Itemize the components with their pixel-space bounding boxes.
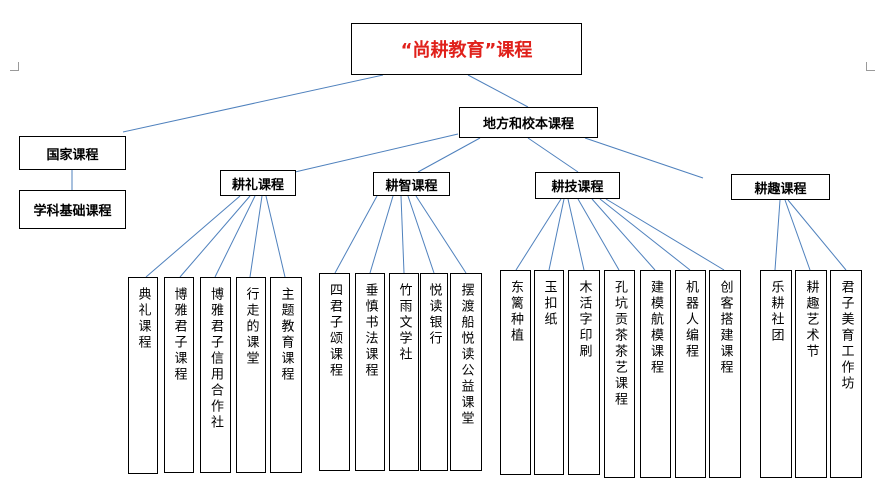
group-label: 耕趣课程: [754, 181, 807, 197]
course-box: 四君子颂课程: [319, 273, 350, 471]
group-node: 耕技课程: [535, 172, 620, 199]
national-child-label: 学科基础课程: [33, 204, 112, 219]
group-label: 耕智课程: [385, 178, 438, 194]
group-node: 耕礼课程: [220, 170, 296, 196]
national-node: 国家课程: [19, 136, 126, 170]
course-label: 行走的课堂: [243, 287, 259, 367]
root-label: “尚耕教育”课程: [400, 40, 533, 61]
connector-local-g4: [584, 137, 704, 179]
course-box: 建模航模课程: [640, 270, 671, 478]
course-label: 创客搭建课程: [717, 280, 733, 376]
local-node: 地方和校本课程: [459, 107, 598, 138]
course-box: 耕趣艺术节: [795, 270, 827, 478]
course-box: 摆渡船悦读公益课堂: [450, 273, 482, 471]
crop-mark-top-left: [10, 62, 19, 71]
connector-g3-i4: [577, 198, 620, 271]
course-label: 博雅君子信用合作社: [208, 287, 223, 431]
connector-g4-i3: [787, 199, 847, 271]
course-label: 典礼课程: [135, 287, 151, 351]
course-label: 主题教育课程: [278, 287, 294, 383]
connector-g1-i2: [179, 195, 251, 278]
group-label: 耕礼课程: [231, 177, 284, 193]
connector-g3-i2: [548, 198, 565, 271]
course-box: 行走的课堂: [236, 277, 266, 473]
course-label: 四君子颂课程: [327, 283, 342, 379]
course-label: 玉扣纸: [541, 280, 557, 328]
connector-root-local: [467, 74, 529, 108]
crop-mark-top-right: [866, 62, 875, 71]
course-label: 孔坑贡茶茶艺课程: [612, 280, 627, 408]
connector-g3-i7: [605, 198, 725, 271]
group-label: 耕技课程: [551, 180, 604, 195]
connector-g2-i2: [369, 195, 394, 274]
course-box: 孔坑贡茶茶艺课程: [604, 270, 635, 478]
course-label: 垂慎书法课程: [362, 283, 378, 379]
connector-local-g2: [417, 137, 481, 173]
connector-g2-i5: [415, 195, 467, 274]
connector-g3-i5: [591, 198, 656, 271]
course-label: 博雅君子课程: [171, 287, 187, 383]
course-box: 悦读银行: [420, 273, 448, 471]
connector-g2-i3: [400, 195, 405, 274]
course-label: 东篱种植: [508, 280, 523, 344]
connector-g3-i6: [599, 198, 691, 271]
course-box: 创客搭建课程: [709, 270, 741, 478]
connector-g1-i3: [214, 195, 256, 278]
national-label: 国家课程: [46, 147, 99, 163]
course-box: 典礼课程: [128, 277, 158, 474]
course-label: 耕趣艺术节: [803, 280, 819, 360]
course-box: 博雅君子信用合作社: [200, 277, 231, 473]
course-box: 竹雨文学社: [389, 273, 419, 471]
group-node: 耕趣课程: [731, 174, 830, 200]
connector-g1-i1: [145, 195, 241, 278]
course-label: 建模航模课程: [648, 280, 663, 376]
course-label: 竹雨文学社: [396, 283, 412, 363]
connector-g2-i1: [334, 195, 378, 274]
course-box: 玉扣纸: [534, 270, 564, 475]
course-label: 摆渡船悦读公益课堂: [458, 283, 474, 427]
course-label: 机器人编程: [683, 280, 698, 360]
local-label: 地方和校本课程: [482, 117, 574, 132]
course-label: 悦读银行: [426, 283, 442, 347]
connector-g4-i1: [774, 199, 781, 271]
connector-root-national: [122, 74, 384, 133]
course-box: 君子美育工作坊: [830, 270, 862, 478]
course-box: 主题教育课程: [270, 277, 302, 473]
course-box: 垂慎书法课程: [355, 273, 385, 471]
connector-g2-i4: [407, 195, 435, 274]
connector-g1-i5: [265, 195, 286, 278]
course-box: 乐耕社团: [760, 270, 792, 478]
connector-g4-i2: [784, 199, 811, 271]
connector-g1-i4: [249, 195, 263, 278]
connector-local-g1: [294, 133, 459, 173]
course-box: 木活字印刷: [568, 270, 600, 475]
course-label: 君子美育工作坊: [838, 280, 854, 392]
connector-local-g3: [527, 137, 579, 173]
root-node: “尚耕教育”课程: [351, 23, 582, 75]
course-box: 东篱种植: [500, 270, 531, 475]
national-child-node: 学科基础课程: [19, 190, 126, 229]
connector-g3-i3: [567, 198, 585, 271]
course-label: 乐耕社团: [768, 280, 784, 344]
connector-g3-i1: [515, 198, 562, 271]
course-label: 木活字印刷: [576, 280, 592, 360]
course-box: 博雅君子课程: [164, 277, 194, 473]
group-node: 耕智课程: [373, 172, 450, 196]
course-box: 机器人编程: [675, 270, 706, 478]
